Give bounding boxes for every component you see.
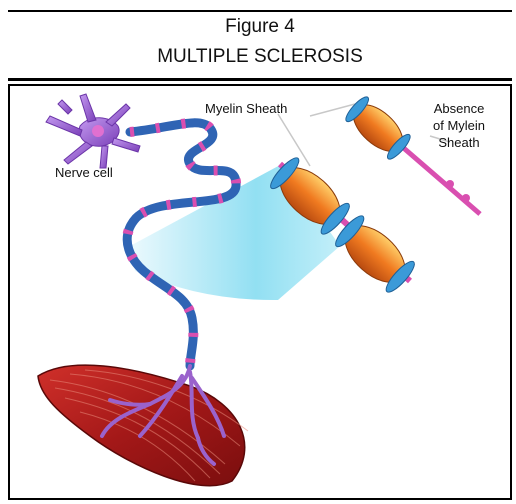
absence-of-myelin-label: Absence of Mylein Sheath: [424, 100, 494, 151]
absence-label-line-3: Sheath: [424, 134, 494, 151]
top-rule: [8, 10, 512, 12]
myelin-sheath-label: Myelin Sheath: [205, 100, 287, 117]
figure-title: MULTIPLE SCLEROSIS: [8, 46, 512, 68]
figure-number: Figure 4: [8, 16, 512, 38]
absence-label-line-1: Absence: [424, 100, 494, 117]
nucleus: [92, 125, 104, 137]
bottom-rule: [8, 78, 512, 81]
muscle-tissue: [38, 365, 248, 486]
illustration-panel: Nerve cell Myelin Sheath Absence of Myle…: [8, 84, 512, 500]
nerve-cell-label: Nerve cell: [55, 164, 113, 181]
absence-label-line-2: of Mylein: [424, 117, 494, 134]
